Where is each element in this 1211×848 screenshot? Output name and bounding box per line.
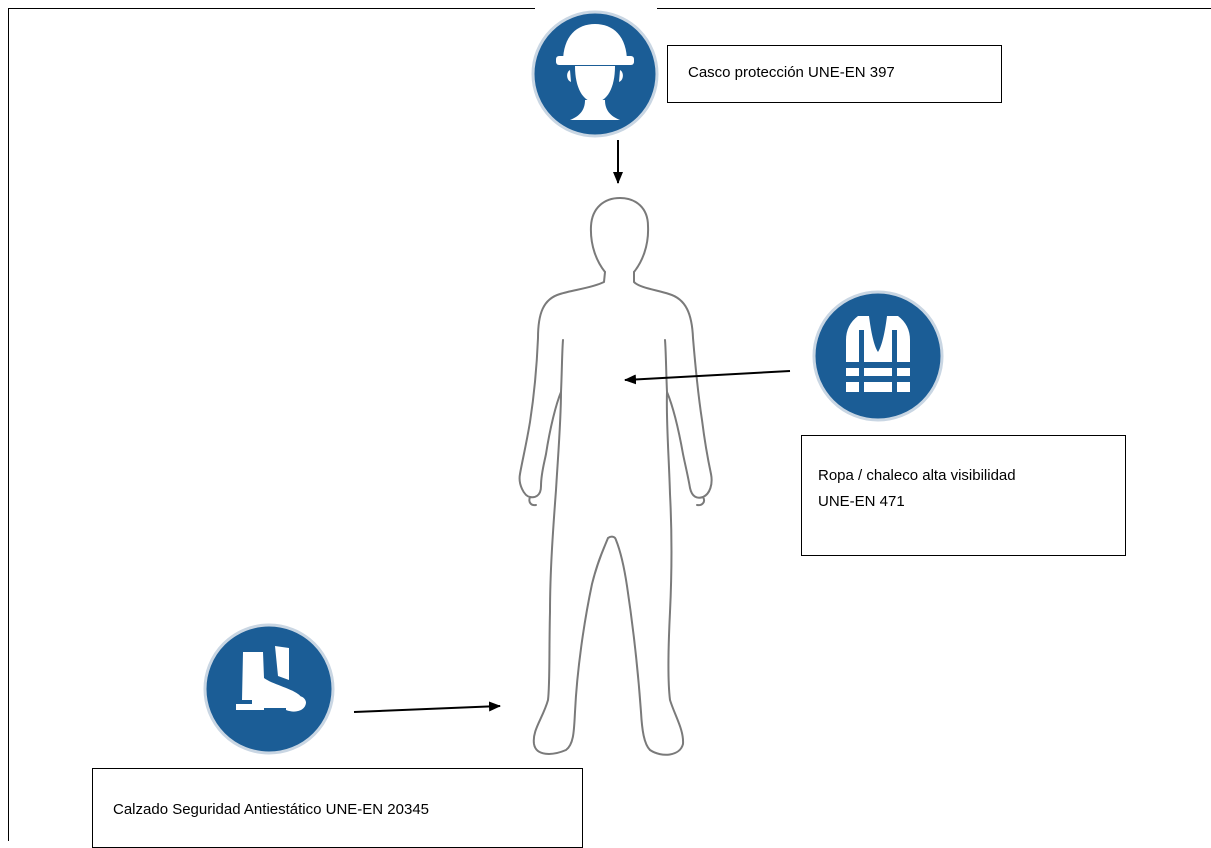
label-casco: Casco protección UNE-EN 397 [667, 45, 1002, 103]
label-casco-text: Casco protección UNE-EN 397 [688, 64, 895, 81]
high-visibility-vest-icon [812, 290, 944, 422]
arrow-to-torso [624, 370, 791, 385]
human-silhouette [518, 197, 713, 756]
hard-hat-icon [531, 10, 659, 138]
arrow-to-feet [353, 701, 501, 713]
label-ropa-line2: UNE-EN 471 [818, 493, 905, 511]
label-ropa-line1: Ropa / chaleco alta visibilidad [818, 467, 1016, 484]
safety-boot-icon [203, 623, 335, 755]
label-ropa-chaleco: Ropa / chaleco alta visibilidad UNE-EN 4… [801, 435, 1126, 556]
label-calzado: Calzado Seguridad Antiestático UNE-EN 20… [92, 768, 583, 848]
frame-border-gap [535, 6, 657, 12]
label-calzado-text: Calzado Seguridad Antiestático UNE-EN 20… [113, 801, 430, 818]
frame-border-left [8, 8, 9, 841]
